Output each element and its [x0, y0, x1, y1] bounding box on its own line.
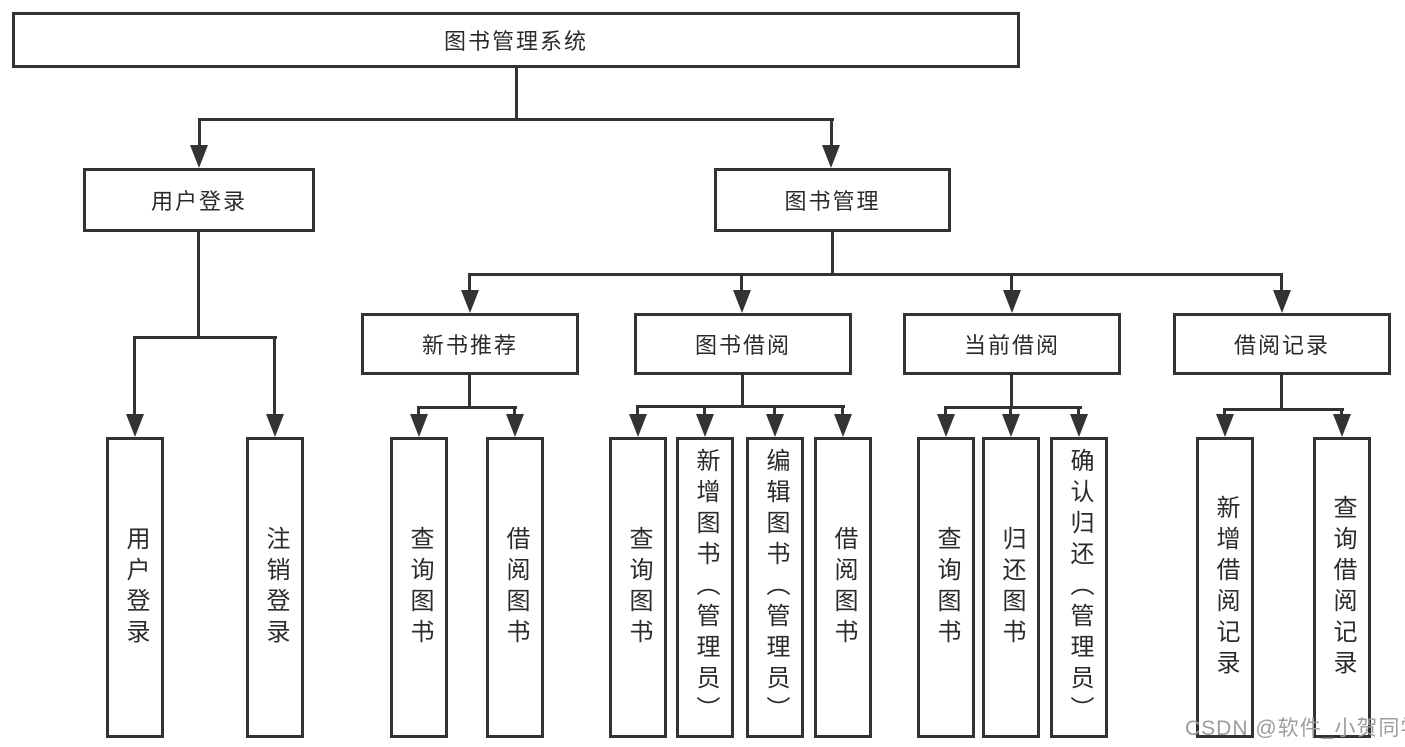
- leaf-user-login-label: 用户登录: [122, 525, 149, 650]
- watermark: CSDN @软件_小贺同学: [1185, 717, 1405, 740]
- connector-root-stem: [515, 66, 518, 121]
- leaf-query-borrow-record-label: 查询借阅记录: [1329, 494, 1356, 681]
- leaf-add-borrow-record-label: 新增借阅记录: [1212, 494, 1239, 681]
- node-new-book-recommend-label: 新书推荐: [421, 333, 518, 358]
- arrowhead-leaf2: [266, 414, 284, 437]
- connector-root-userlogin-stem: [198, 118, 201, 150]
- leaf-query-books-current-label: 查询图书: [933, 525, 960, 650]
- arrowhead-leaf6: [696, 414, 714, 437]
- connector-leaf6-stem: [703, 405, 706, 419]
- connector-recommend-bar: [417, 406, 517, 409]
- leaf-edit-book-admin-label: 编辑图书（管理员）: [762, 448, 789, 727]
- arrowhead-leaf4: [506, 414, 524, 437]
- connector-bookborrow-bar: [636, 405, 845, 408]
- leaf-logout: 注销登录: [246, 437, 304, 738]
- connector-userlogin-down: [197, 232, 200, 339]
- connector-leaf12-stem: [1223, 408, 1226, 418]
- node-user-login-label: 用户登录: [150, 189, 247, 214]
- connector-leaf3-stem: [417, 406, 420, 418]
- arrowhead-leaf1: [126, 414, 144, 437]
- arrowhead-leaf5: [629, 414, 647, 437]
- arrowhead-leaf13: [1333, 414, 1351, 437]
- connector-leaf11-stem: [1077, 406, 1080, 418]
- leaf-borrow-books-recommend-label: 借阅图书: [502, 525, 529, 650]
- connector-borrowrecords-bar: [1223, 408, 1344, 411]
- node-user-login: 用户登录: [83, 168, 315, 232]
- node-book-management-label: 图书管理: [784, 189, 881, 214]
- connector-root-bar: [198, 118, 834, 121]
- connector-bookborrow-stem: [740, 273, 743, 295]
- connector-leaf1-stem: [133, 336, 136, 419]
- connector-leaf8-stem: [841, 405, 844, 419]
- connector-bookmgmt-bar: [469, 273, 1283, 276]
- leaf-add-borrow-record: 新增借阅记录: [1196, 437, 1254, 738]
- connector-recommend-down: [468, 375, 471, 409]
- leaf-confirm-return-admin-label: 确认归还（管理员）: [1066, 448, 1093, 727]
- leaf-add-book-admin: 新增图书（管理员）: [676, 437, 734, 738]
- arrowhead-bookborrow: [733, 290, 751, 313]
- connector-leaf10-stem: [1009, 406, 1012, 418]
- arrowhead-leaf3: [410, 414, 428, 437]
- leaf-confirm-return-admin: 确认归还（管理员）: [1050, 437, 1108, 738]
- leaf-query-books-borrow-label: 查询图书: [625, 525, 652, 650]
- leaf-borrow-books-borrow: 借阅图书: [814, 437, 872, 738]
- connector-leaf5-stem: [636, 405, 639, 419]
- arrowhead-borrowrecords: [1273, 290, 1291, 313]
- connector-recommend-stem: [468, 273, 471, 295]
- connector-currentborrow-stem: [1010, 273, 1013, 295]
- connector-bookmgmt-stem: [831, 232, 834, 276]
- leaf-query-books-current: 查询图书: [917, 437, 975, 738]
- node-root: 图书管理系统: [12, 12, 1020, 68]
- arrowhead-currentborrow: [1003, 290, 1021, 313]
- node-book-borrow-label: 图书借阅: [694, 333, 791, 358]
- connector-leaf2-stem: [273, 336, 276, 419]
- leaf-edit-book-admin: 编辑图书（管理员）: [746, 437, 804, 738]
- node-current-borrow-label: 当前借阅: [963, 333, 1060, 358]
- leaf-borrow-books-borrow-label: 借阅图书: [830, 525, 857, 650]
- node-book-borrow: 图书借阅: [634, 313, 852, 375]
- leaf-query-books-borrow: 查询图书: [609, 437, 667, 738]
- connector-borrowrecords-down: [1280, 375, 1283, 411]
- connector-bookborrow-down: [741, 375, 744, 408]
- arrowhead-leaf11: [1070, 414, 1088, 437]
- connector-leaf7-stem: [773, 405, 776, 419]
- node-book-management: 图书管理: [714, 168, 951, 232]
- arrowhead-leaf7: [766, 414, 784, 437]
- leaf-query-books-recommend: 查询图书: [390, 437, 448, 738]
- arrowhead-userlogin: [190, 145, 208, 168]
- connector-userlogin-bar: [133, 336, 277, 339]
- connector-root-bookmgmt-stem: [830, 118, 833, 150]
- leaf-query-books-recommend-label: 查询图书: [406, 525, 433, 650]
- node-borrow-records-label: 借阅记录: [1233, 333, 1330, 358]
- leaf-return-books-label: 归还图书: [998, 525, 1025, 650]
- arrowhead-leaf12: [1216, 414, 1234, 437]
- connector-currentborrow-bar: [944, 406, 1082, 409]
- node-new-book-recommend: 新书推荐: [361, 313, 579, 375]
- connector-borrowrecords-stem: [1280, 273, 1283, 295]
- arrowhead-leaf8: [834, 414, 852, 437]
- node-root-label: 图书管理系统: [443, 29, 588, 54]
- leaf-add-book-admin-label: 新增图书（管理员）: [692, 448, 719, 727]
- connector-leaf13-stem: [1340, 408, 1343, 418]
- arrowhead-recommend: [461, 290, 479, 313]
- arrowhead-leaf9: [937, 414, 955, 437]
- arrowhead-bookmgmt: [822, 145, 840, 168]
- leaf-query-borrow-record: 查询借阅记录: [1313, 437, 1371, 738]
- node-current-borrow: 当前借阅: [903, 313, 1121, 375]
- connector-currentborrow-down: [1010, 375, 1013, 409]
- leaf-borrow-books-recommend: 借阅图书: [486, 437, 544, 738]
- arrowhead-leaf10: [1002, 414, 1020, 437]
- leaf-logout-label: 注销登录: [262, 525, 289, 650]
- node-borrow-records: 借阅记录: [1173, 313, 1391, 375]
- leaf-return-books: 归还图书: [982, 437, 1040, 738]
- connector-leaf9-stem: [944, 406, 947, 418]
- connector-leaf4-stem: [513, 406, 516, 418]
- leaf-user-login: 用户登录: [106, 437, 164, 738]
